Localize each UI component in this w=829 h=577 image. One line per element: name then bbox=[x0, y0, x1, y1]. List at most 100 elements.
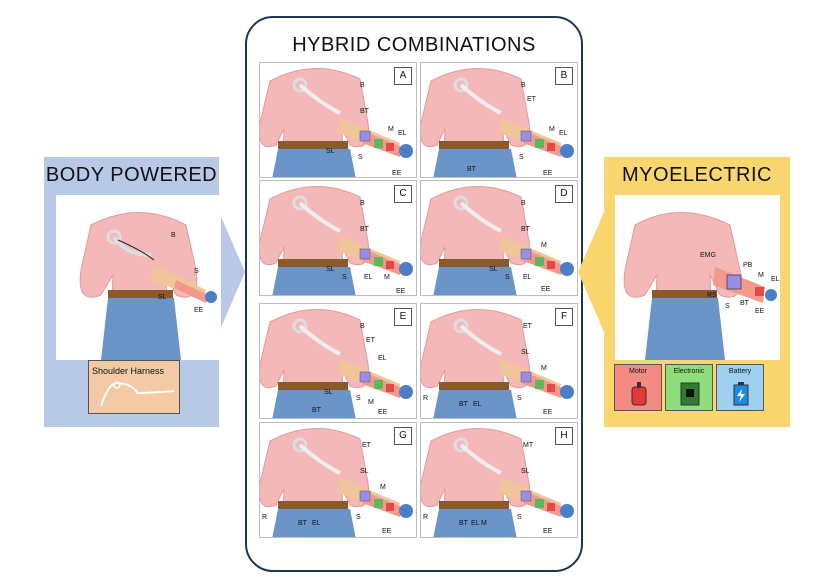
label-pb: PB bbox=[743, 262, 753, 269]
component-label: B bbox=[360, 323, 365, 330]
panel-letter: A bbox=[394, 67, 412, 85]
component-label: B bbox=[521, 200, 526, 207]
battery-icon bbox=[733, 382, 749, 406]
torso-illustration: B BT M EL SL S EE bbox=[260, 68, 413, 177]
hybrid-panel-d: B BT M SL S EL EE D bbox=[420, 180, 578, 296]
component-label: EE bbox=[543, 528, 553, 535]
component-label: M bbox=[384, 274, 390, 281]
arrow-left-shape bbox=[578, 212, 604, 332]
component-label: SL bbox=[489, 266, 498, 273]
battery-label: Battery bbox=[728, 368, 752, 375]
panel-letter: G bbox=[394, 427, 412, 445]
component-label: S bbox=[356, 514, 361, 521]
panel-letter: C bbox=[394, 185, 412, 203]
component-label: M bbox=[541, 365, 547, 372]
panel-letter: B bbox=[555, 67, 573, 85]
label-m: M bbox=[758, 272, 764, 279]
component-label: M bbox=[368, 399, 374, 406]
torso-illustration: BET EL BT SL SM EE bbox=[260, 309, 413, 418]
component-label: EE bbox=[541, 286, 551, 293]
panel-letter: E bbox=[394, 308, 412, 326]
component-label: M bbox=[549, 126, 555, 133]
component-label: MT bbox=[523, 442, 534, 449]
panel-letter: D bbox=[555, 185, 573, 203]
label-ee: EE bbox=[755, 308, 765, 315]
electronic-label: Electronic bbox=[673, 368, 705, 375]
panel-letter: F bbox=[555, 308, 573, 326]
hybrid-panel-a: B BT M EL SL S EE A bbox=[259, 62, 417, 178]
component-label: S bbox=[505, 274, 510, 281]
component-label: EL bbox=[523, 274, 532, 281]
component-label: S bbox=[517, 514, 522, 521]
component-label: BT bbox=[312, 407, 322, 414]
circuit-board-icon bbox=[680, 382, 700, 406]
component-label: B bbox=[521, 82, 526, 89]
component-label: S bbox=[519, 154, 524, 161]
component-label: ET bbox=[523, 323, 533, 330]
component-label: S bbox=[358, 154, 363, 161]
component-label: ET bbox=[362, 442, 372, 449]
component-label: S bbox=[517, 395, 522, 402]
component-label: M bbox=[388, 126, 394, 133]
component-label: R bbox=[423, 514, 428, 521]
component-label: ET bbox=[527, 96, 537, 103]
component-label: SL bbox=[326, 266, 335, 273]
label-sl: SL bbox=[158, 294, 167, 301]
label-emg: EMG bbox=[700, 252, 716, 259]
component-label: ET bbox=[366, 337, 376, 344]
component-label: EL bbox=[398, 130, 407, 137]
body-powered-title: BODY POWERED bbox=[45, 164, 218, 186]
label-el: EL bbox=[771, 276, 780, 283]
component-label: SL bbox=[326, 148, 335, 155]
hybrid-combinations-title: HYBRID COMBINATIONS bbox=[292, 34, 536, 56]
component-label: M bbox=[481, 520, 487, 527]
component-label: M bbox=[380, 484, 386, 491]
arrow-right-shape bbox=[219, 212, 245, 332]
label-s: S bbox=[194, 268, 199, 275]
myoelectric-title: MYOELECTRIC bbox=[622, 164, 772, 186]
component-label: R bbox=[262, 514, 267, 521]
component-label: EL bbox=[559, 130, 568, 137]
myoelectric-illustration: EMG PB M EL RS BT S EE bbox=[615, 195, 780, 360]
motor-icon bbox=[631, 382, 647, 406]
component-label: BT bbox=[459, 401, 469, 408]
component-label: M bbox=[541, 242, 547, 249]
component-label: EE bbox=[378, 409, 388, 416]
component-label: EE bbox=[392, 170, 402, 177]
component-label: SL bbox=[521, 349, 530, 356]
motor-component-box: Motor bbox=[614, 364, 662, 411]
component-label: EL bbox=[471, 520, 480, 527]
component-label: EL bbox=[312, 520, 321, 527]
component-label: EL bbox=[473, 401, 482, 408]
torso-illustration: B BT M SL S EL EE bbox=[421, 186, 574, 295]
component-label: B bbox=[360, 82, 365, 89]
component-label: S bbox=[356, 395, 361, 402]
shoulder-harness-box bbox=[88, 360, 180, 414]
component-label: BT bbox=[360, 108, 370, 115]
component-label: S bbox=[342, 274, 347, 281]
panel-letter: H bbox=[555, 427, 573, 445]
component-label: BT bbox=[521, 226, 531, 233]
component-label: EL bbox=[378, 355, 387, 362]
component-label: EL bbox=[364, 274, 373, 281]
label-b: B bbox=[171, 232, 176, 239]
label-s: S bbox=[725, 303, 730, 310]
component-label: SL bbox=[521, 468, 530, 475]
label-bt: BT bbox=[740, 300, 750, 307]
component-label: EE bbox=[382, 528, 392, 535]
component-label: B bbox=[360, 200, 365, 207]
component-label: SL bbox=[360, 468, 369, 475]
electronic-component-box: Electronic bbox=[665, 364, 713, 411]
shoulder-harness-label: Shoulder Harness bbox=[92, 366, 165, 376]
component-label: SL bbox=[324, 389, 333, 396]
